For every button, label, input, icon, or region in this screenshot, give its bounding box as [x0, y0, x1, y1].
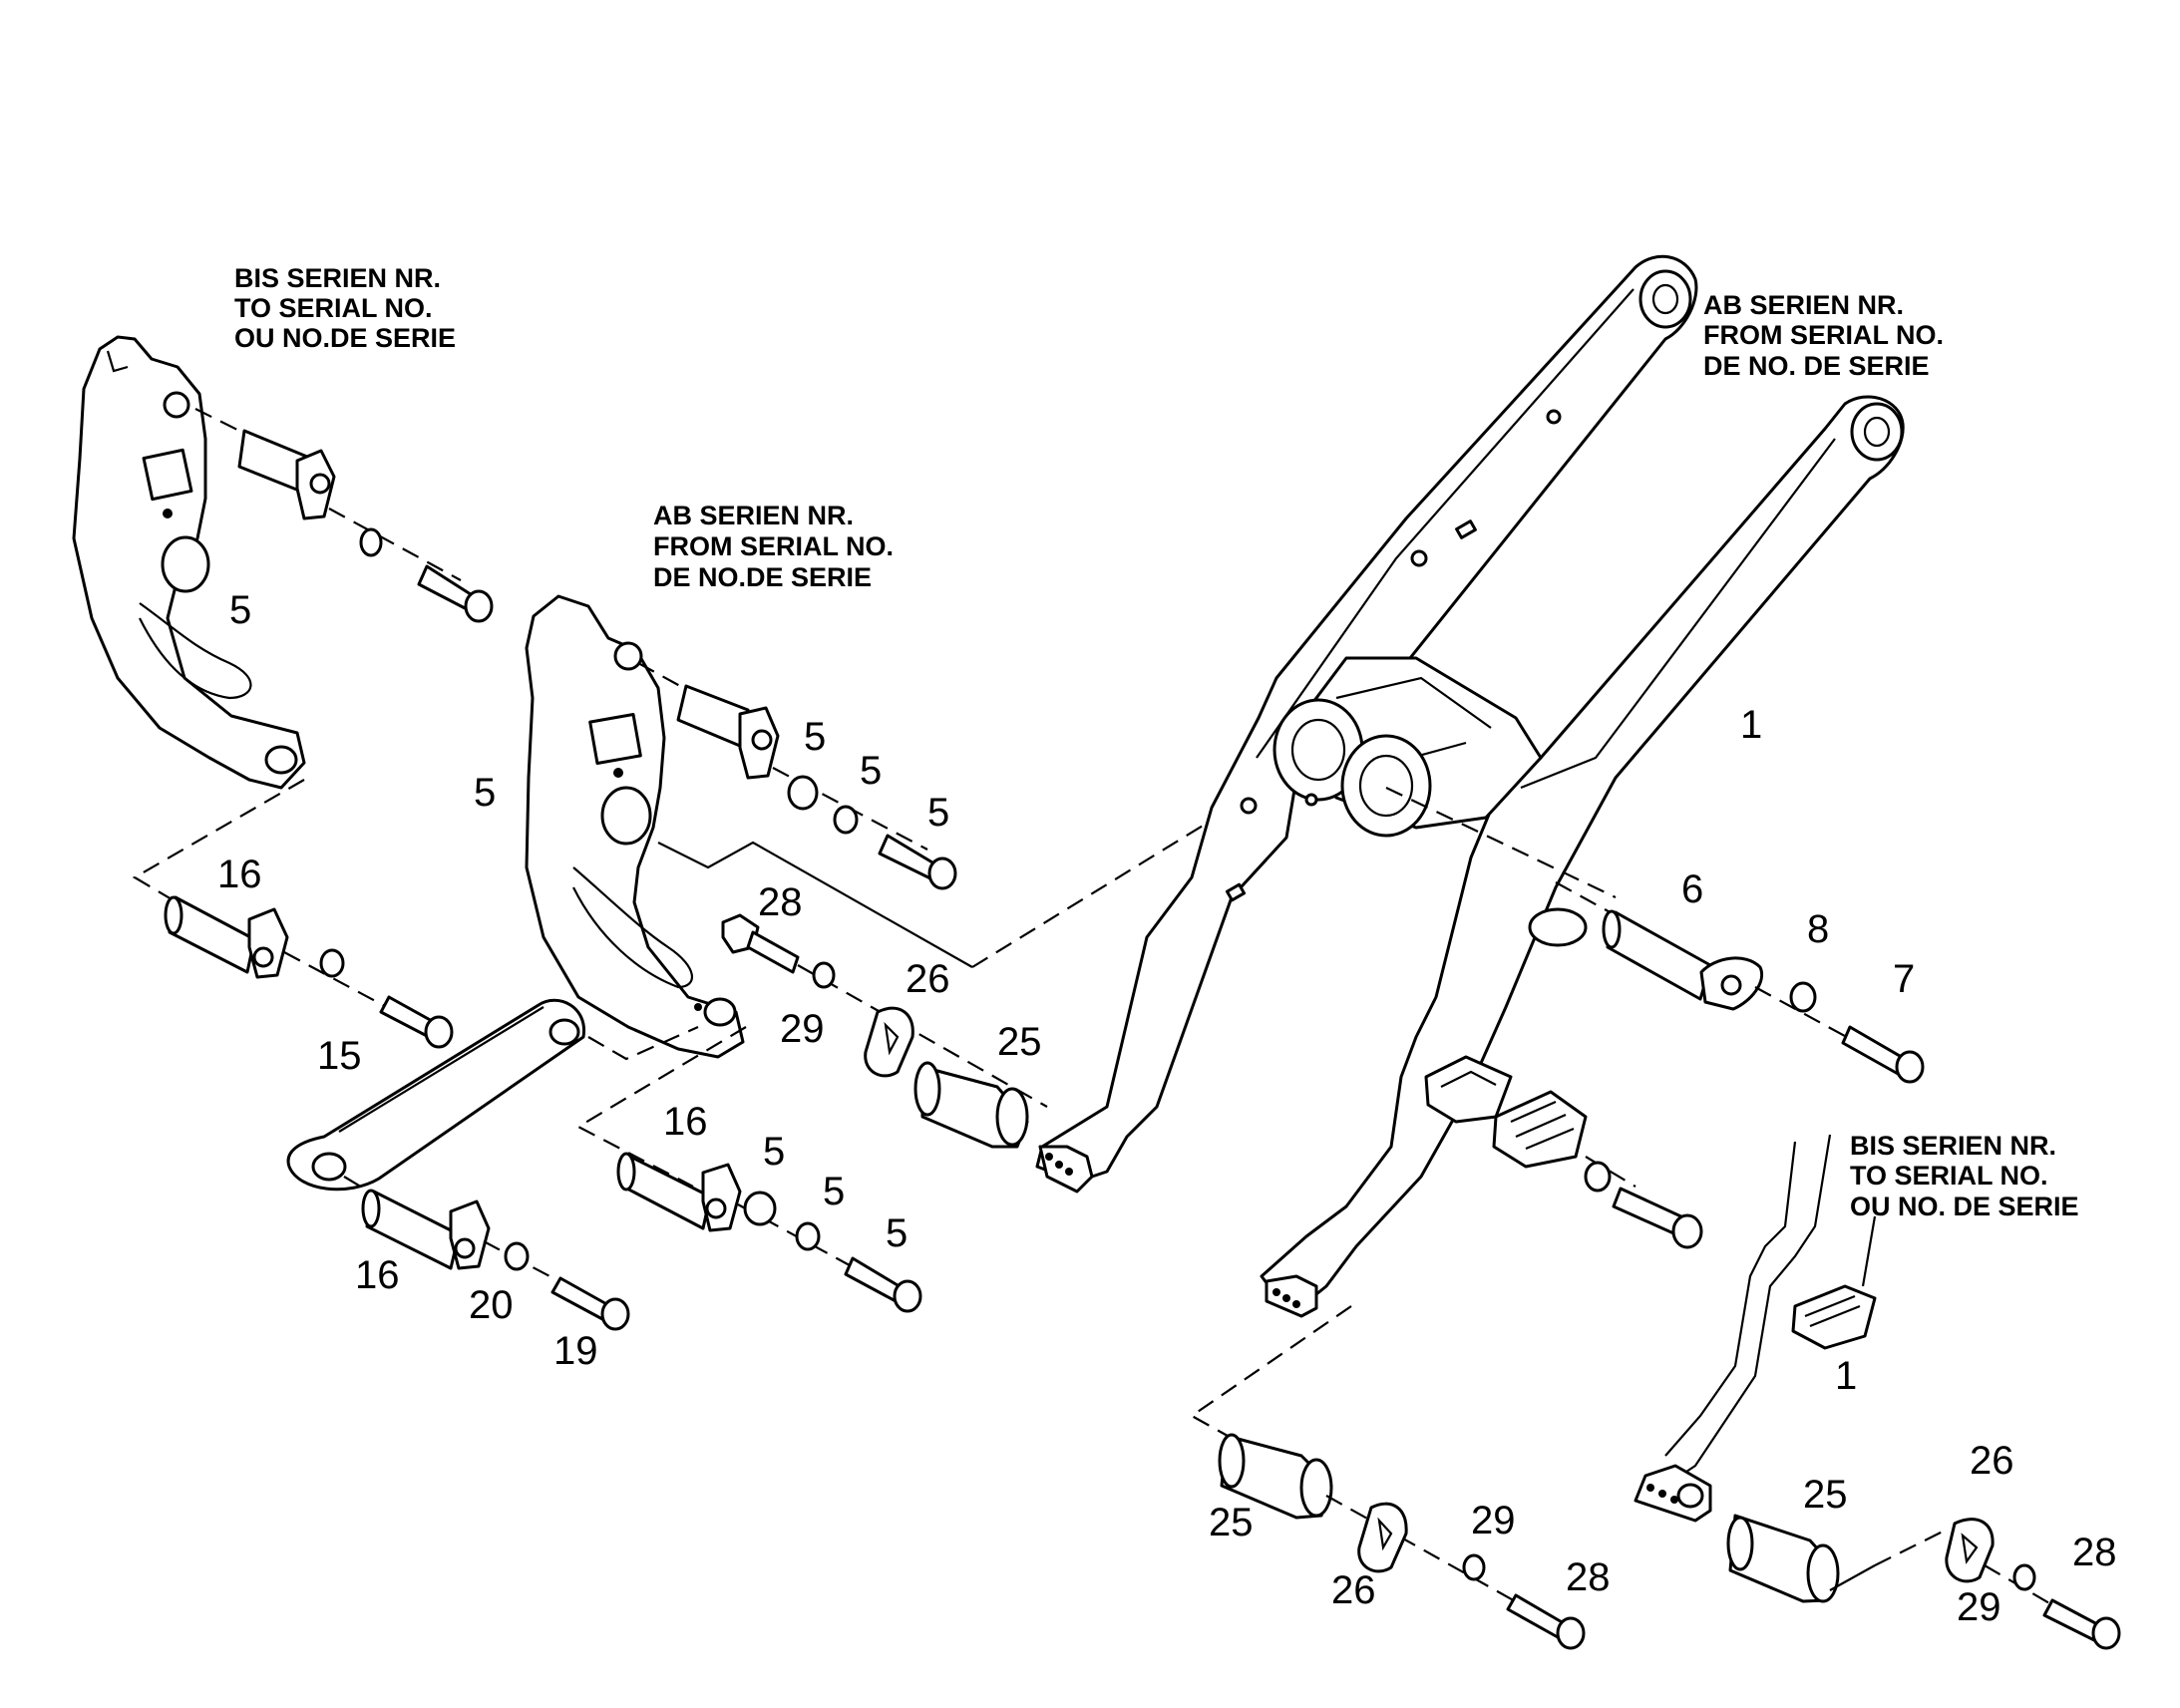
note-line: DE NO. DE SERIE	[1703, 351, 1930, 381]
callout-washer-29-low: 29	[1471, 1499, 1516, 1542]
mount-group-low-drawing	[1218, 1433, 1586, 1650]
callout-bush-25-low: 25	[1209, 1501, 1254, 1544]
note-right-bottom: BIS SERIEN NR. TO SERIAL NO. OU NO. DE S…	[1850, 1131, 2079, 1221]
callout-bolt-7: 7	[1893, 957, 1915, 1001]
note-line: TO SERIAL NO.	[1850, 1161, 2048, 1191]
bracket-old-drawing	[72, 335, 494, 790]
callout-bolt-28-low: 28	[1566, 1555, 1611, 1599]
leader-dashed	[132, 779, 305, 958]
callout-washer-lower: 5	[823, 1170, 845, 1213]
callout-washer-29-mid: 29	[780, 1007, 825, 1051]
callout-disc-26-low: 26	[1331, 1568, 1376, 1612]
pin-16-upper-drawing	[164, 895, 454, 1049]
leader-dashed	[1385, 787, 1617, 898]
callout-bracket-new: 5	[474, 771, 496, 815]
callout-washer-29-right: 29	[1957, 1585, 2001, 1629]
callout-bolt-link: 19	[553, 1329, 598, 1373]
mount-group-right-drawing	[1726, 1514, 2121, 1650]
boom-frame-drawing	[1035, 254, 1905, 1318]
note-line: DE NO.DE SERIE	[653, 562, 872, 592]
leader-dashed	[1189, 1305, 1352, 1442]
callout-bolt-28-right: 28	[2072, 1531, 2117, 1574]
link-15-drawing	[286, 998, 699, 1192]
callout-pin-6: 6	[1681, 867, 1703, 911]
mount-group-mid-drawing	[721, 913, 1048, 1149]
callout-washer-8: 8	[1807, 907, 1829, 951]
note-middle: AB SERIEN NR. FROM SERIAL NO. DE NO.DE S…	[653, 501, 894, 592]
pin-16-lower-drawing	[343, 1176, 630, 1331]
note-line: AB SERIEN NR.	[1703, 290, 1904, 320]
leader-dashed	[575, 1026, 747, 1188]
callout-spacer-lower: 5	[763, 1130, 785, 1174]
note-right-top: AB SERIEN NR. FROM SERIAL NO. DE NO. DE …	[1703, 290, 1944, 381]
callout-bush-25-right: 25	[1803, 1473, 1848, 1517]
callout-disc-26-mid: 26	[906, 957, 950, 1001]
callout-bracket-old: 5	[229, 588, 251, 632]
note-line: TO SERIAL NO.	[234, 293, 433, 323]
pin-6-drawing	[1555, 881, 1925, 1084]
callout-washer-link: 20	[469, 1283, 514, 1327]
callout-bolt-new: 5	[927, 791, 949, 835]
callout-washer-new: 5	[860, 749, 882, 793]
callout-bush-25-mid: 25	[997, 1020, 1042, 1064]
note-line: BIS SERIEN NR.	[234, 263, 441, 293]
callout-spacer-new: 5	[804, 715, 826, 759]
note-left-top: BIS SERIEN NR. TO SERIAL NO. OU NO.DE SE…	[234, 263, 456, 353]
note-line: FROM SERIAL NO.	[653, 531, 894, 561]
note-line: BIS SERIEN NR.	[1850, 1131, 2056, 1161]
callout-boom-frame: 1	[1740, 703, 1762, 747]
callout-pin-bracket-lower: 16	[663, 1100, 708, 1144]
bracket-new-drawing	[525, 594, 957, 1059]
callout-pin-link-lower: 16	[355, 1253, 400, 1297]
boom-old-frame-drawing	[1634, 1134, 1877, 1523]
leader-line	[657, 841, 973, 968]
note-line: FROM SERIAL NO.	[1703, 320, 1944, 350]
note-line: OU NO.DE SERIE	[234, 323, 456, 353]
callout-link: 15	[317, 1034, 362, 1078]
callout-boom-old-frame: 1	[1835, 1354, 1857, 1398]
callout-pin-link-upper: 16	[217, 853, 262, 896]
pin-16-bracket-lower-drawing	[616, 1152, 922, 1313]
note-line: OU NO. DE SERIE	[1850, 1192, 2079, 1221]
note-line: AB SERIEN NR.	[653, 501, 854, 530]
callout-bolt-28-mid: 28	[758, 880, 803, 924]
callout-bolt-lower: 5	[886, 1211, 908, 1255]
callout-disc-26-right: 26	[1970, 1439, 2014, 1483]
